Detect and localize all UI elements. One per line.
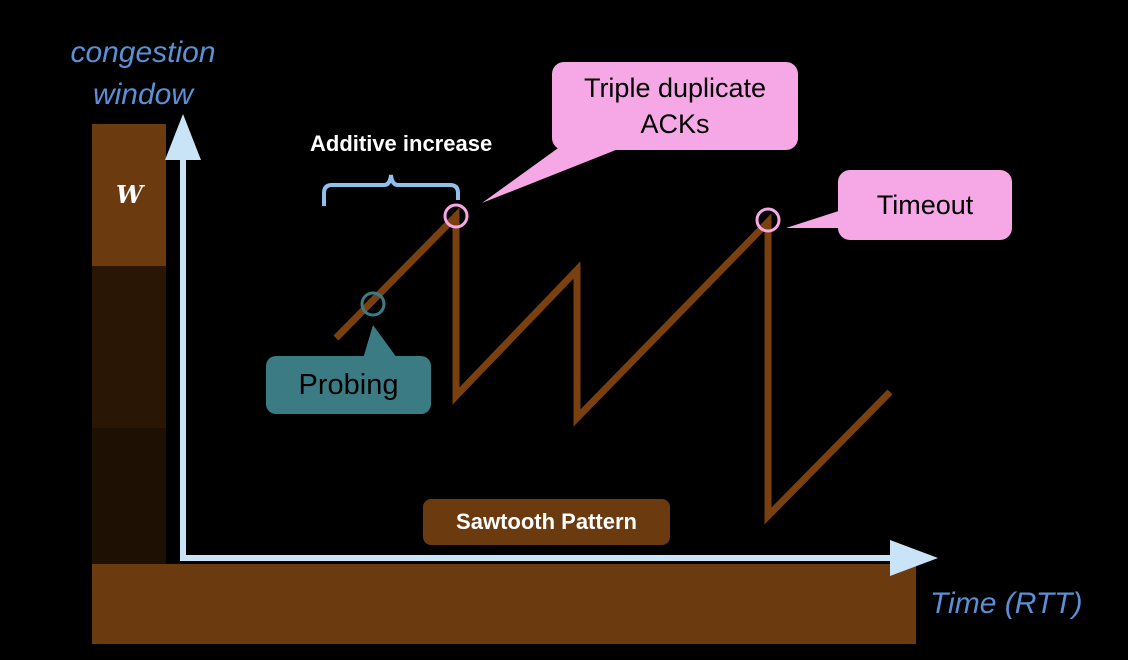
timeout-marker: [755, 207, 781, 233]
probing-marker: [360, 291, 386, 317]
triple-dup-acks-callout-tail: [482, 138, 646, 203]
y-axis-arrowhead: [165, 114, 201, 160]
probing-callout: Probing: [266, 356, 431, 414]
x-axis-title: Time (RTT): [930, 587, 1083, 620]
x-axis-arrowhead: [890, 540, 938, 576]
sawtooth-line: [333, 207, 893, 525]
window-bar-middle: [92, 266, 166, 428]
additive-increase-brace: [322, 174, 460, 206]
probing-callout-tail: [362, 325, 400, 362]
additive-increase-label: Additive increase: [310, 131, 493, 156]
triple-dup-acks-marker: [443, 203, 469, 229]
w-label: W: [116, 180, 143, 209]
triple-dup-acks-callout: Triple duplicate ACKs: [552, 62, 798, 150]
window-bar-top: [92, 124, 166, 266]
timeout-callout-tail: [786, 208, 848, 228]
y-axis-title: congestion window: [70, 36, 216, 111]
time-floor: [92, 564, 916, 644]
sawtooth-pattern-label: Sawtooth Pattern: [423, 499, 670, 545]
timeout-callout: Timeout: [838, 170, 1012, 240]
window-bar-bottom: [92, 428, 166, 566]
